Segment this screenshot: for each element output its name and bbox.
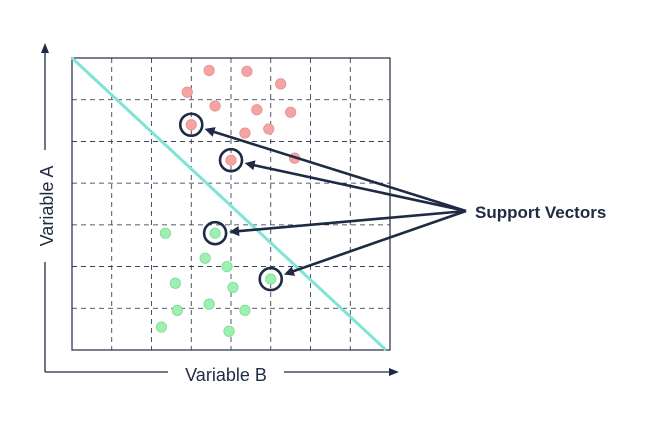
data-points: [155, 64, 301, 337]
y-axis-arrowhead: [41, 43, 49, 53]
annotation-arrow-line: [289, 209, 467, 274]
green-data-point: [159, 227, 172, 239]
red-data-point: [275, 78, 287, 90]
red-data-point: [225, 154, 237, 166]
annotation-arrowhead: [283, 266, 296, 276]
annotation-arrow-line: [234, 209, 467, 233]
green-data-point: [209, 227, 221, 239]
x-axis-label-bg: [168, 362, 284, 384]
annotation-arrowhead: [204, 127, 216, 137]
plot-grid: [71, 57, 391, 351]
green-data-point: [203, 298, 215, 310]
red-data-point: [209, 100, 221, 112]
red-data-point: [263, 123, 275, 135]
green-data-point: [227, 281, 239, 294]
y-axis-label-bg: [34, 150, 56, 262]
x-axis-arrowhead: [389, 368, 399, 376]
support-vector-circles: [178, 112, 284, 292]
green-data-point: [171, 304, 183, 316]
annotation-arrow-line: [250, 163, 467, 213]
green-data-point: [265, 273, 277, 285]
green-data-point: [221, 260, 233, 273]
support-vector-ring: [258, 266, 284, 292]
y-axis-label: Variable A: [37, 166, 57, 247]
support-vectors-annotation: Support Vectors: [475, 203, 606, 222]
green-data-point: [169, 277, 181, 289]
green-data-point: [155, 321, 168, 333]
red-data-point: [251, 104, 263, 116]
support-vector-ring: [202, 220, 228, 246]
annotation-arrow-line: [209, 129, 467, 213]
green-data-point: [239, 304, 251, 316]
support-vector-ring: [178, 112, 204, 138]
red-data-point: [185, 119, 197, 131]
red-data-point: [239, 127, 251, 139]
x-axis-label: Variable B: [185, 365, 267, 385]
red-data-point: [285, 106, 297, 118]
annotation-arrowhead: [229, 226, 240, 237]
red-data-point: [241, 65, 253, 77]
red-data-point: [203, 64, 215, 77]
annotation-arrowhead: [244, 160, 256, 171]
green-data-point: [223, 325, 235, 337]
green-data-point: [199, 252, 211, 264]
red-data-point: [181, 86, 193, 98]
decision-boundary-line: [70, 56, 388, 352]
support-vector-ring: [218, 147, 244, 173]
annotation-arrows: [204, 127, 467, 276]
